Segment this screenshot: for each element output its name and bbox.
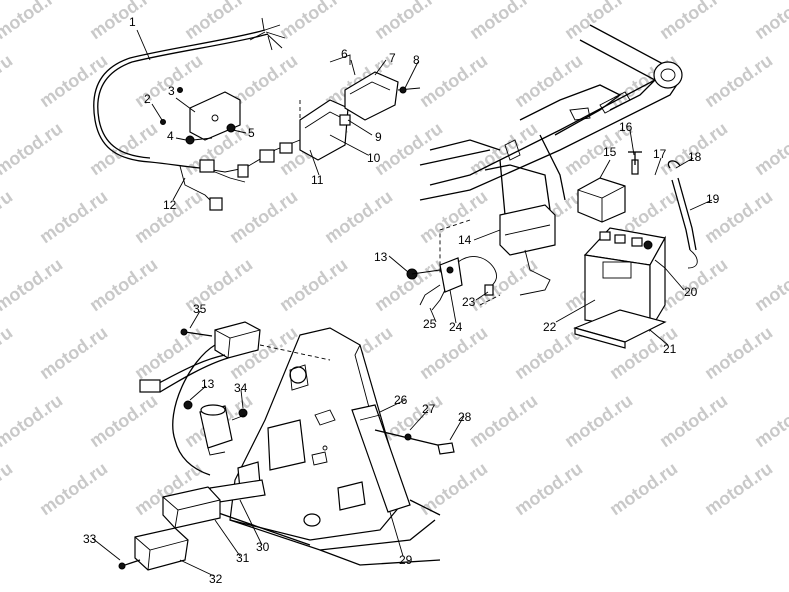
callout-13-upper: 13 [374, 250, 388, 264]
watermark-text: motod.ru [0, 118, 66, 179]
callout-16: 16 [619, 120, 633, 134]
watermark-text: motod.ru [466, 0, 541, 43]
watermark-text: motod.ru [181, 0, 256, 43]
callout-11: 11 [311, 173, 324, 187]
watermark-text: motod.ru [86, 0, 161, 43]
watermark-text: motod.ru [701, 50, 776, 111]
watermark-text: motod.ru [656, 390, 731, 451]
callout-17: 17 [653, 147, 667, 161]
voltage-regulator [139, 321, 331, 476]
frame-assembly [419, 24, 683, 306]
watermark-text: motod.ru [466, 254, 541, 315]
callout-labels: 1 2 3 4 5 6 7 8 9 10 11 12 13 14 15 16 1… [83, 15, 720, 586]
watermark-text: motod.ru [751, 390, 789, 451]
watermark-text: motod.ru [131, 186, 206, 247]
watermark-text: motod.ru [511, 50, 586, 111]
watermark-text: motod.ru [0, 390, 66, 451]
watermark-text: motod.ru [416, 458, 491, 519]
callout-32: 32 [209, 572, 223, 586]
watermark-text: motod.ru [701, 458, 776, 519]
callout-28: 28 [458, 410, 472, 424]
callout-13-lower: 13 [201, 377, 215, 391]
callout-4: 4 [167, 129, 174, 143]
watermark-text: motod.ru [226, 186, 301, 247]
battery-tray [573, 309, 667, 349]
watermark-text: motod.ru [751, 254, 789, 315]
watermark-text: motod.ru [0, 322, 16, 383]
watermark-text: motod.ru [276, 254, 351, 315]
callout-9: 9 [375, 130, 382, 144]
watermark-text: motod.ru [701, 322, 776, 383]
watermark-text: motod.ru [656, 0, 731, 43]
starter-relay [406, 256, 498, 311]
watermark-text: motod.ru [656, 118, 731, 179]
callout-18: 18 [688, 150, 702, 164]
watermark-text: motod.ru [606, 458, 681, 519]
callout-31: 31 [236, 551, 250, 565]
callout-21: 21 [663, 342, 677, 356]
watermark-text: motod.ru [561, 390, 636, 451]
watermark-text: motod.ru [0, 0, 66, 43]
watermark-text: motod.ru [0, 458, 16, 519]
light-housing [118, 527, 189, 571]
watermark-text: motod.ru [36, 186, 111, 247]
callout-26: 26 [394, 393, 408, 407]
callout-20: 20 [684, 285, 698, 299]
mount-bracket [160, 91, 241, 145]
leader-lines [91, 29, 713, 577]
watermark-text: motod.ru [131, 322, 206, 383]
wiring-harness [93, 17, 286, 211]
callout-1: 1 [129, 15, 136, 29]
callout-7: 7 [389, 51, 396, 65]
callout-27: 27 [422, 402, 436, 416]
watermark-text: motod.ru [0, 186, 16, 247]
callout-2: 2 [144, 92, 151, 106]
watermark-text: motod.ru [416, 50, 491, 111]
callout-25: 25 [423, 317, 437, 331]
battery-pad [577, 177, 626, 223]
watermark-text: motod.ru [511, 458, 586, 519]
callout-33: 33 [83, 532, 97, 546]
callout-8: 8 [413, 53, 420, 67]
callout-35: 35 [193, 302, 207, 316]
console-panel [229, 327, 406, 541]
watermark-text: motod.ru [751, 118, 789, 179]
callout-30: 30 [256, 540, 270, 554]
callout-23: 23 [462, 295, 476, 309]
watermark-text: motod.ru [36, 458, 111, 519]
watermark-text: motod.ru [371, 0, 446, 43]
callout-22: 22 [543, 320, 557, 334]
battery-strap [628, 151, 698, 269]
callout-10: 10 [367, 151, 381, 165]
watermark-text: motod.ru [751, 0, 789, 43]
watermark-text: motod.ru [0, 254, 66, 315]
callout-3: 3 [168, 84, 175, 98]
watermark-text: motod.ru [466, 390, 541, 451]
callout-15: 15 [603, 145, 617, 159]
side-channel [351, 404, 455, 513]
callout-24: 24 [449, 320, 463, 334]
taillight-assembly [259, 54, 421, 163]
watermark-text: motod.ru [36, 322, 111, 383]
ignition-coil [183, 400, 248, 456]
watermark-text: motod.ru [276, 0, 351, 43]
watermark-text: motod.ru [321, 186, 396, 247]
callout-29: 29 [399, 553, 413, 567]
callout-14: 14 [458, 233, 472, 247]
callout-5: 5 [248, 126, 255, 140]
watermark-text: motod.ru [561, 0, 636, 43]
watermark-text: motod.ru [86, 390, 161, 451]
watermark-text: motod.ru [0, 50, 16, 111]
callout-6: 6 [341, 47, 348, 61]
light-lens [162, 486, 221, 529]
callout-34: 34 [234, 381, 248, 395]
callout-19: 19 [706, 192, 720, 206]
battery [583, 227, 666, 333]
watermark-text: motod.ru [86, 254, 161, 315]
callout-12: 12 [163, 198, 177, 212]
